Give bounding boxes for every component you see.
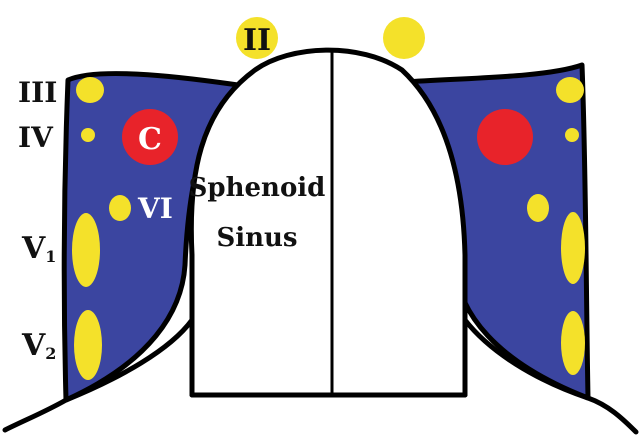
- right-cn-iii: [556, 77, 584, 103]
- left-cn-iii: [76, 77, 104, 103]
- right-cn-v1: [561, 212, 585, 284]
- label-ii: II: [243, 23, 271, 58]
- left-cn-vi: [109, 195, 131, 221]
- label-carotid: C: [138, 122, 162, 157]
- label-v1-main: V: [21, 231, 46, 266]
- label-iv: IV: [18, 121, 54, 154]
- label-v2-sub: 2: [45, 344, 56, 363]
- right-cn-v2: [561, 311, 585, 375]
- right-carotid-artery: [477, 109, 533, 165]
- left-cn-iv: [81, 128, 95, 142]
- left-cn-v2: [74, 310, 102, 380]
- label-vi: VI: [137, 192, 173, 225]
- label-v2-main: V: [21, 328, 46, 363]
- right-cn-iv: [565, 128, 579, 142]
- label-v1: V1: [21, 231, 56, 266]
- label-v2: V2: [21, 328, 56, 363]
- label-sphenoid: Sphenoid: [189, 173, 326, 203]
- right-optic-nerve: [383, 17, 425, 59]
- left-cn-v1: [72, 213, 100, 287]
- label-iii: III: [18, 76, 57, 109]
- label-sinus: Sinus: [216, 223, 297, 253]
- label-v1-sub: 1: [45, 247, 56, 266]
- right-cn-vi: [527, 194, 549, 222]
